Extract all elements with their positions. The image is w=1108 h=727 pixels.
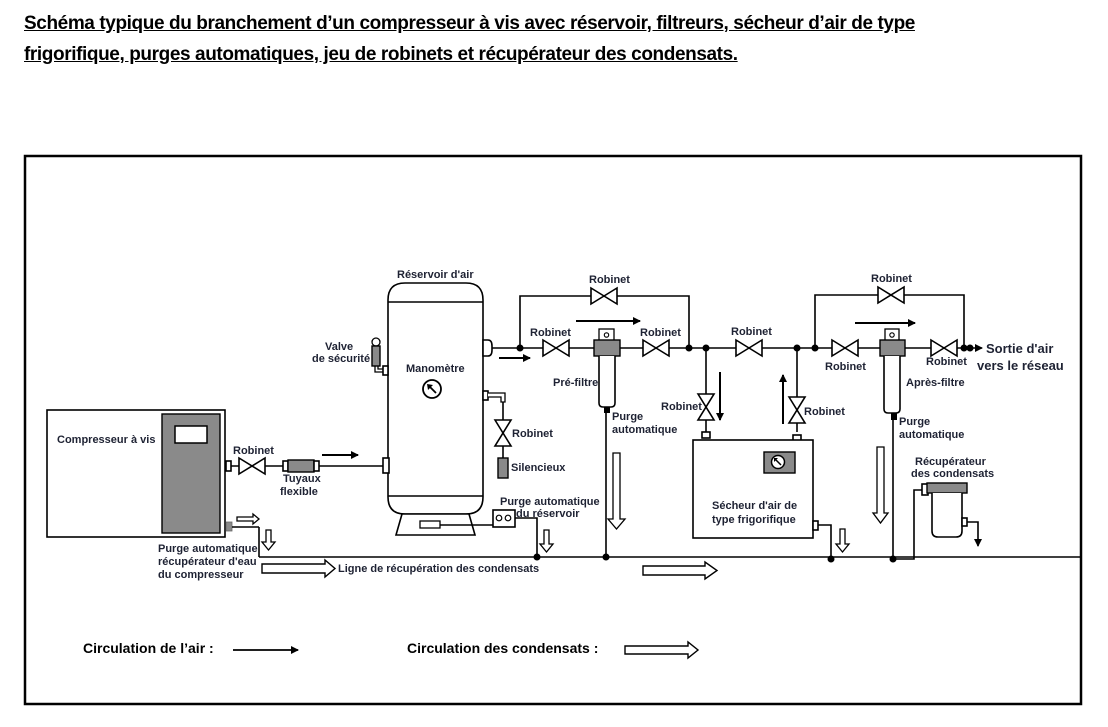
air-tank	[382, 282, 493, 536]
afterfilter-inlet-valve[interactable]	[831, 339, 859, 357]
title-line-2: frigorifique, purges automatiques, jeu d…	[24, 44, 738, 65]
dryer-inlet-valve-label: Robinet	[661, 401, 702, 413]
prefilter-inlet-valve[interactable]	[542, 339, 570, 357]
refrigerated-dryer	[692, 439, 819, 539]
afterfilter-inlet-valve-label: Robinet	[825, 361, 866, 373]
legend-condensate-flow-label: Circulation des condensats :	[407, 640, 598, 656]
prefilter-purge-label-1: Purge	[612, 411, 643, 423]
condensate-flow-arrow	[606, 452, 627, 531]
prefilter-inlet-valve-label: Robinet	[530, 327, 571, 339]
pre-filter	[593, 328, 621, 413]
flexible-hose	[282, 459, 320, 473]
prefilter-outlet-valve[interactable]	[642, 339, 670, 357]
tank-purge-label-1: Purge automatique	[500, 496, 600, 508]
hose-label-2: flexible	[280, 486, 318, 498]
tank-valve-label: Robinet	[512, 428, 553, 440]
afterfilter-purge-label-1: Purge	[899, 416, 930, 428]
compressor-purge-label-3: du compresseur	[158, 569, 244, 581]
afterfilter-purge-label-2: automatique	[899, 429, 964, 441]
compressor-purge-label-2: récupérateur d'eau	[158, 556, 257, 568]
condensate-collector	[921, 482, 968, 538]
compressor	[46, 409, 233, 538]
diagram-frame	[23, 154, 1083, 706]
hose-label-1: Tuyaux	[283, 473, 322, 485]
bypass-1-valve[interactable]	[590, 287, 618, 305]
safety-valve[interactable]	[371, 337, 389, 376]
dryer-label-2: type frigorifique	[712, 514, 796, 526]
pressure-gauge-icon	[422, 379, 442, 399]
dryer-bypass-valve[interactable]	[735, 339, 763, 357]
prefilter-outlet-valve-label: Robinet	[640, 327, 681, 339]
silencer	[497, 457, 509, 479]
legend-condensate-flow-arrow	[624, 640, 700, 660]
safety-valve-label-2: de sécurité	[312, 353, 370, 365]
compressor-purge-label-1: Purge automatique	[158, 543, 258, 555]
bypass-2-valve[interactable]	[877, 286, 905, 304]
afterfilter-outlet-valve-label: Robinet	[926, 356, 967, 368]
outlet-label-1: Sortie d'air	[986, 341, 1053, 356]
condensate-flow-arrow	[642, 560, 719, 581]
condensate-flow-arrow	[538, 529, 555, 554]
dryer-bypass-valve-label: Robinet	[731, 326, 772, 338]
compressor-valve[interactable]	[238, 457, 266, 475]
after-filter	[879, 328, 906, 420]
dryer-outlet-valve[interactable]	[788, 396, 806, 424]
tank-auto-purge	[492, 509, 516, 528]
silencer-label: Silencieux	[511, 462, 566, 474]
prefilter-purge-label-2: automatique	[612, 424, 677, 436]
safety-valve-label-1: Valve	[325, 341, 353, 353]
outlet-label-2: vers le réseau	[977, 358, 1064, 373]
diagram-title: Schéma typique du branchement d’un compr…	[24, 8, 1024, 70]
dryer-label-1: Sécheur d'air de	[712, 500, 797, 512]
tank-purge-label-2: du réservoir	[516, 508, 580, 520]
dryer-outlet-valve-label: Robinet	[804, 406, 845, 418]
collector-label-2: des condensats	[911, 468, 994, 480]
afterfilter-label: Après-filtre	[906, 377, 965, 389]
gauge-label: Manomètre	[406, 363, 465, 375]
condensate-flow-arrow	[871, 446, 890, 525]
bypass-1-valve-label: Robinet	[589, 274, 630, 286]
tank-label: Réservoir d'air	[397, 269, 474, 281]
compressor-label: Compresseur à vis	[57, 434, 155, 446]
tank-valve[interactable]	[494, 419, 512, 447]
condensate-flow-arrow	[834, 528, 851, 554]
title-line-1: Schéma typique du branchement d’un compr…	[24, 13, 915, 34]
collector-label-1: Récupérateur	[915, 456, 987, 468]
legend-air-flow-label: Circulation de l’air :	[83, 640, 214, 656]
compressor-valve-label: Robinet	[233, 445, 274, 457]
afterfilter-outlet-valve[interactable]	[930, 339, 958, 357]
condensate-line-label: Ligne de récupération des condensats	[338, 563, 539, 575]
condensate-flow-arrow	[260, 529, 277, 552]
prefilter-label: Pré-filtre	[553, 377, 598, 389]
bypass-2-valve-label: Robinet	[871, 273, 912, 285]
condensate-flow-arrow	[261, 558, 337, 579]
condensate-flow-arrow	[236, 512, 261, 526]
